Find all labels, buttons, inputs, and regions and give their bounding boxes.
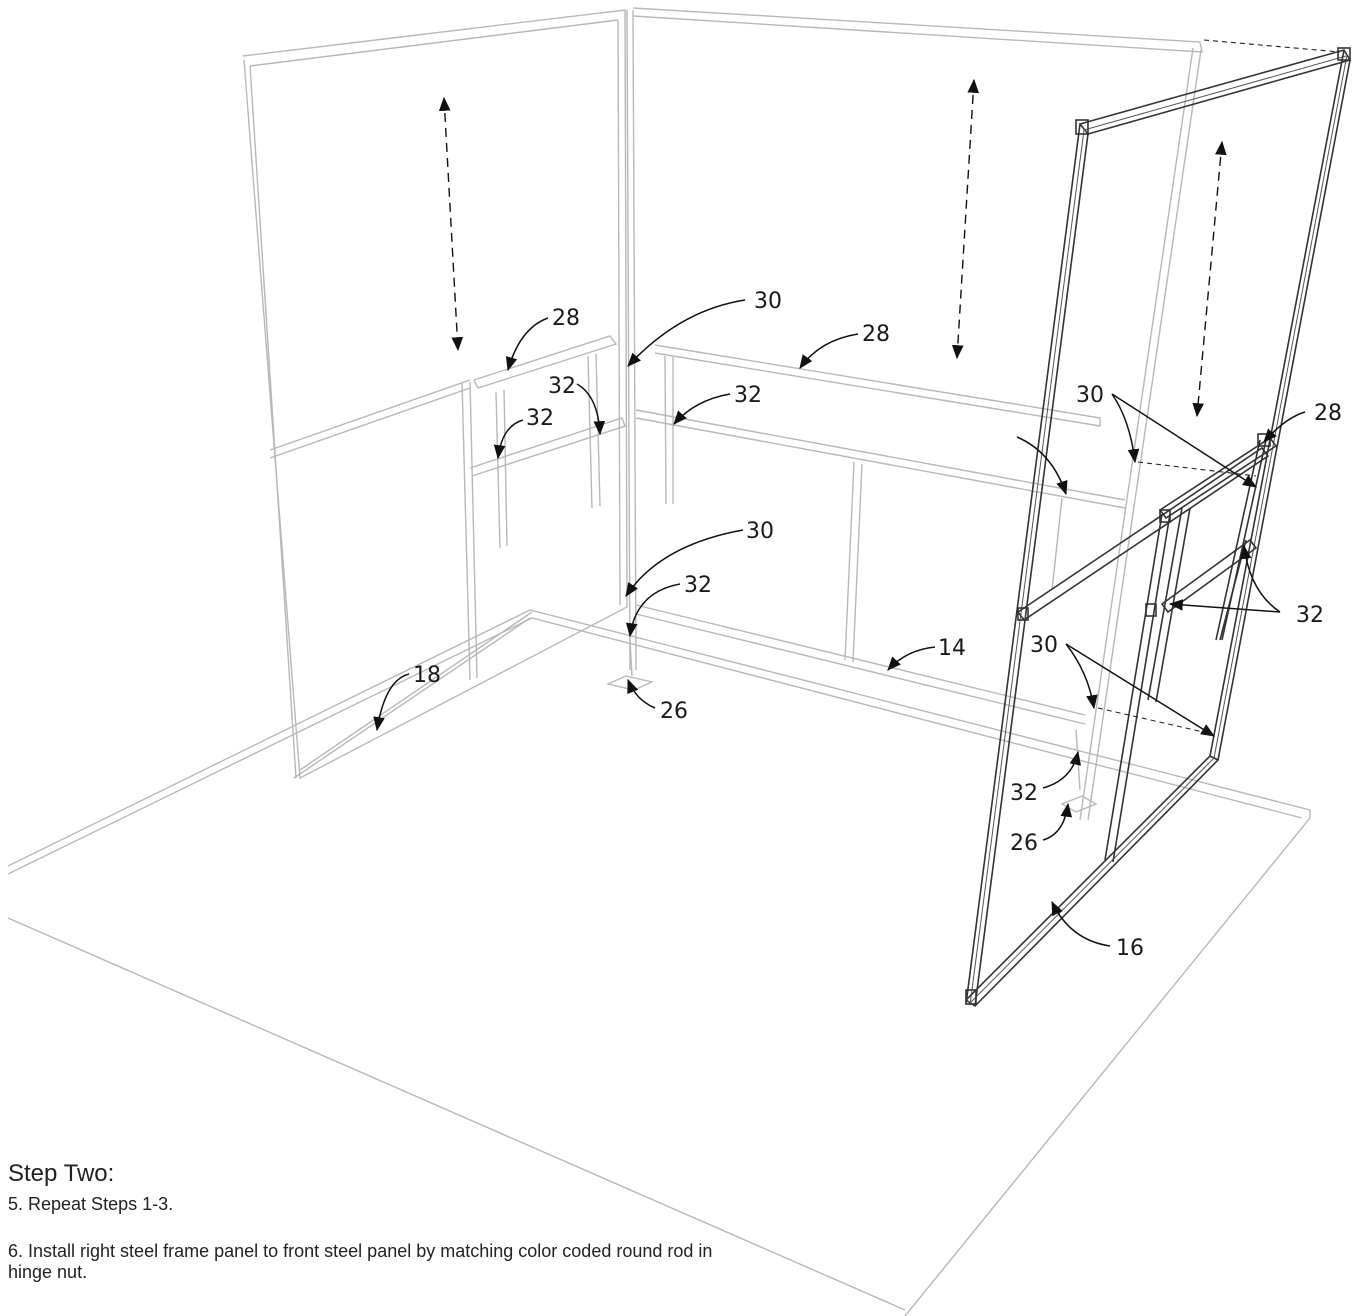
- front-steel-panel: [1016, 433, 1278, 863]
- callout-labels: 28 30 28 32 32 32 30 28 30 32 18 26 14 3…: [413, 289, 1342, 961]
- callout-30-right-upper: 30: [1076, 383, 1104, 408]
- instructions-block: Step Two: 5. Repeat Steps 1-3. 6. Instal…: [8, 1160, 728, 1293]
- callout-32-center: 32: [734, 383, 762, 408]
- callout-32-right: 32: [1296, 603, 1324, 628]
- step-6: 6. Install right steel frame panel to fr…: [8, 1241, 713, 1282]
- callout-30-right-lower: 30: [1030, 633, 1058, 658]
- callout-30-middle: 30: [746, 519, 774, 544]
- callout-30-top: 30: [754, 289, 782, 314]
- callout-28-center: 28: [862, 322, 890, 347]
- callout-26-left: 26: [660, 699, 688, 724]
- right-steel-frame-panel: [964, 47, 1352, 1008]
- callout-32-middle: 32: [684, 573, 712, 598]
- corner-post: [605, 9, 655, 691]
- floor-base: [7, 609, 1311, 1316]
- step-title: Step Two:: [8, 1160, 115, 1187]
- left-wall-frame: [242, 9, 628, 780]
- step-5: 5. Repeat Steps 1-3.: [8, 1194, 174, 1214]
- callout-28-left: 28: [552, 306, 580, 331]
- callout-28-right: 28: [1314, 401, 1342, 426]
- callout-32-left: 32: [526, 406, 554, 431]
- callout-32-lower: 32: [1010, 781, 1038, 806]
- vertical-lift-arrows: [438, 78, 1227, 418]
- back-wall-frame: [632, 7, 1203, 821]
- callout-32-upper-left: 32: [548, 374, 576, 399]
- leader-lines: [373, 299, 1306, 947]
- lift-arrow-left: [438, 96, 464, 352]
- callout-16: 16: [1116, 936, 1144, 961]
- lift-arrow-center: [951, 78, 980, 360]
- callout-14: 14: [938, 636, 966, 661]
- lift-arrow-right: [1192, 140, 1227, 418]
- callout-26-right: 26: [1010, 831, 1038, 856]
- ghost-crossbars: [469, 335, 1101, 813]
- callout-18: 18: [413, 663, 441, 688]
